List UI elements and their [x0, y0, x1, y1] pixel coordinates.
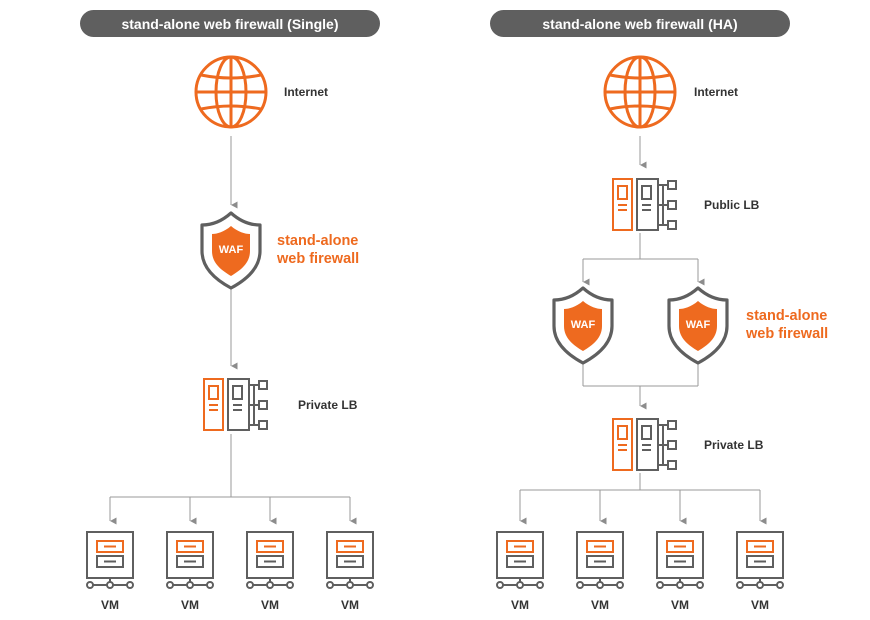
waf-badge-text: WAF	[219, 244, 244, 256]
waf-badge-text: WAF	[571, 319, 596, 331]
single-connectors	[109, 136, 357, 525]
waf-badge-text: WAF	[686, 319, 711, 331]
private-lb-label: Private LB	[704, 438, 764, 452]
load-balancer-icon	[612, 418, 677, 471]
vm-server-icon	[86, 531, 134, 589]
vm-server-icon	[576, 531, 624, 589]
internet-label: Internet	[694, 85, 739, 99]
vm-server-icon	[166, 531, 214, 589]
ha-connectors	[519, 136, 767, 525]
vm-label: VM	[341, 598, 359, 612]
vm-label: VM	[511, 598, 529, 612]
vm-server-icon	[496, 531, 544, 589]
single-panel-title: stand-alone web firewall (Single)	[80, 10, 380, 37]
waf-label-line2: web firewall	[277, 251, 360, 267]
load-balancer-icon	[203, 378, 268, 431]
public-lb-label: Public LB	[704, 198, 760, 212]
vm-server-icon	[656, 531, 704, 589]
load-balancer-icon	[612, 178, 677, 231]
vm-label: VM	[101, 598, 119, 612]
ha-panel-title: stand-alone web firewall (HA)	[490, 10, 790, 37]
waf-label-line1: stand-alone	[277, 233, 359, 249]
vm-label: VM	[261, 598, 279, 612]
vm-label: VM	[751, 598, 769, 612]
vm-server-icon	[736, 531, 784, 589]
waf-label: stand-alone web firewall	[746, 307, 828, 343]
vm-server-icon	[326, 531, 374, 589]
waf-label-line1: stand-alone	[746, 308, 828, 324]
internet-label: Internet	[284, 85, 329, 99]
globe-icon	[194, 55, 268, 129]
vm-server-icon	[246, 531, 294, 589]
vm-label: VM	[181, 598, 199, 612]
waf-label-line2: web firewall	[746, 326, 829, 342]
waf-label: stand-alone web firewall	[277, 232, 359, 268]
globe-icon	[603, 55, 677, 129]
vm-label: VM	[591, 598, 609, 612]
vm-label: VM	[671, 598, 689, 612]
private-lb-label: Private LB	[298, 398, 358, 412]
